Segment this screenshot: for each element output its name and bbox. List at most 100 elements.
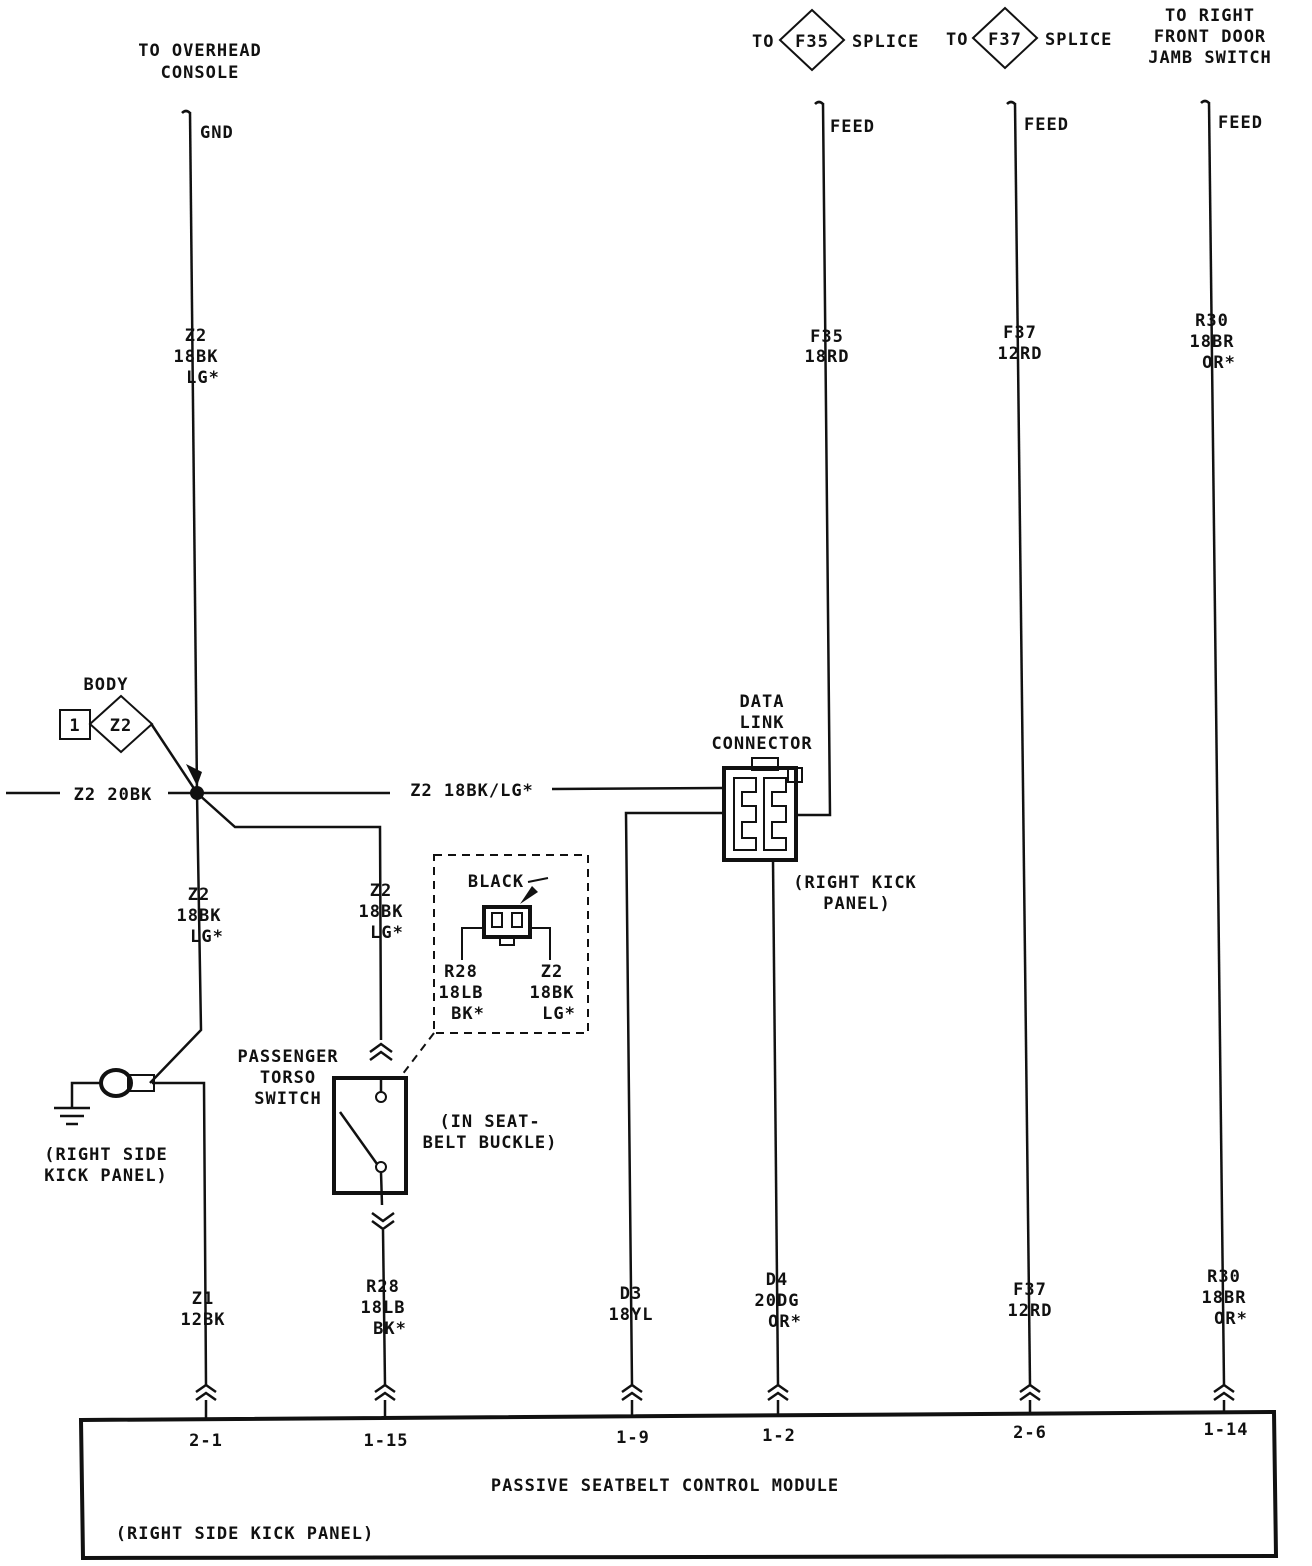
- wire-r28: [381, 1229, 387, 1386]
- r30-bottom-circuit: R30: [1207, 1267, 1241, 1287]
- pin-connector-1-14: [1213, 1383, 1235, 1412]
- switch-name-line1: PASSENGER: [237, 1047, 338, 1067]
- body-splice: BODY 1 Z2: [59, 675, 154, 754]
- inset-leader: [401, 1032, 435, 1076]
- dlc-cavity-right: [763, 777, 787, 851]
- label-r30-top: R30 18BR OR*: [1190, 311, 1236, 373]
- z2-top-circuit: Z2: [185, 326, 207, 346]
- module-location: (RIGHT SIDE KICK PANEL): [116, 1524, 374, 1544]
- switch-blade: [338, 1111, 379, 1165]
- r28-tracer: BK*: [373, 1319, 407, 1339]
- switch-connectors: [369, 1042, 395, 1231]
- module-pin-1-2: 1-2: [762, 1426, 796, 1446]
- switch-location-line1: (IN SEAT-: [439, 1112, 540, 1132]
- d3-gauge: 18YL: [609, 1305, 654, 1325]
- feed-label-f35: FEED: [830, 117, 875, 137]
- label-z2-mid: Z2 18BK LG*: [359, 881, 404, 943]
- inset-r28-tracer: BK*: [451, 1004, 485, 1024]
- dlc-body: [722, 766, 798, 862]
- inset-dashed-box: [433, 854, 589, 1034]
- f37-splice-id: F37: [988, 30, 1022, 50]
- data-link-connector: DATA LINK CONNECTOR (RIGHT KICK PANEL): [711, 692, 917, 914]
- d4-circuit: D4: [766, 1270, 788, 1290]
- inset-connector-body: [482, 905, 532, 939]
- f35-splice-label: TO F35 SPLICE: [752, 8, 919, 72]
- z2-top-tracer: LG*: [186, 368, 220, 388]
- pin-connector-2-1: [195, 1383, 217, 1418]
- switch-name-line3: SWITCH: [254, 1089, 321, 1109]
- switch-top-connector-lower: [369, 1050, 393, 1062]
- module-pin-connectors: [195, 1383, 1235, 1418]
- dlc-location-line2: PANEL): [823, 894, 890, 914]
- module-pin-1-15: 1-15: [364, 1431, 409, 1451]
- d4-tracer: OR*: [768, 1312, 802, 1332]
- f37-bottom-gauge: 12RD: [1008, 1301, 1053, 1321]
- z2-left-tracer: LG*: [190, 927, 224, 947]
- label-d3: D3 18YL: [609, 1284, 654, 1325]
- inset-black-leader: [527, 877, 549, 883]
- z2-mid-tracer: LG*: [370, 923, 404, 943]
- z2-20bk-label: Z2 20BK: [74, 785, 153, 805]
- ground-lead: [70, 1081, 101, 1108]
- splice-arrow: [186, 764, 202, 786]
- z1-circuit: Z1: [192, 1289, 214, 1309]
- ground-location-line2: KICK PANEL): [44, 1166, 168, 1186]
- z2-top-gauge: 18BK: [174, 347, 219, 367]
- label-z2-top: Z2 18BK LG*: [174, 326, 220, 388]
- dlc-tab: [787, 767, 803, 783]
- pin-connector-1-2: [767, 1383, 789, 1415]
- label-f37-bottom: F37 12RD: [1008, 1280, 1053, 1321]
- z2-18bk-lg-label: Z2 18BK/LG*: [410, 781, 534, 801]
- r30-top-tracer: OR*: [1202, 353, 1236, 373]
- ground-lug: [127, 1074, 155, 1092]
- wire-f35: [797, 102, 832, 817]
- ground-location-line1: (RIGHT SIDE: [44, 1145, 168, 1165]
- inset-key: [499, 936, 515, 946]
- f35-gauge: 18RD: [805, 347, 850, 367]
- passenger-torso-switch: PASSENGER TORSO SWITCH (IN SEAT- BELT BU…: [237, 1047, 556, 1206]
- switch-contact-top: [375, 1091, 387, 1103]
- f37-top-gauge: 12RD: [998, 344, 1043, 364]
- f35-splice-text: SPLICE: [852, 32, 919, 52]
- ground-eyelet: [99, 1068, 133, 1098]
- pin-connector-1-9: [621, 1383, 643, 1415]
- connector-inset: BLACK R28 18LB BK* Z2 18BK LG*: [401, 854, 589, 1076]
- module-pin-1-14: 1-14: [1204, 1420, 1249, 1440]
- f35-circuit: F35: [810, 327, 844, 347]
- wires: [6, 101, 1226, 1386]
- dlc-latch: [751, 757, 779, 771]
- dlc-location-line1: (RIGHT KICK: [793, 873, 917, 893]
- label-r28: R28 18LB BK*: [361, 1277, 407, 1339]
- z2-mid-circuit: Z2: [370, 881, 392, 901]
- inset-wire-right: [530, 927, 551, 960]
- door-label-line2: FRONT DOOR: [1154, 27, 1266, 47]
- label-f35: F35 18RD: [805, 327, 850, 367]
- overhead-console-label: TO OVERHEAD CONSOLE: [138, 41, 261, 83]
- wire-r30: [1207, 101, 1226, 1386]
- f37-to-text: TO: [946, 30, 968, 50]
- label-r30-bottom: R30 18BR OR*: [1202, 1267, 1247, 1329]
- switch-name-line2: TORSO: [260, 1068, 316, 1088]
- d4-gauge: 20DG: [755, 1291, 800, 1311]
- dlc-title-line2: LINK: [740, 713, 785, 733]
- inset-z2-circuit: Z2: [541, 962, 563, 982]
- d3-circuit: D3: [620, 1284, 642, 1304]
- top-wire-stubs: [181, 99, 1210, 114]
- r30-bottom-gauge: 18BR: [1202, 1288, 1247, 1308]
- dlc-title-line3: CONNECTOR: [711, 734, 812, 754]
- f35-splice-id: F35: [795, 32, 829, 52]
- switch-top-connector-upper: [369, 1042, 393, 1054]
- wire-f37: [1013, 102, 1032, 1386]
- wire-d4: [771, 859, 780, 1386]
- r28-circuit: R28: [366, 1277, 400, 1297]
- pin-connector-1-15: [374, 1383, 396, 1416]
- wire-z2-ground: [149, 792, 203, 1084]
- switch-lead-bottom: [379, 1171, 384, 1206]
- switch-bottom-connector-lower: [371, 1219, 395, 1231]
- inset-pin-right: [511, 912, 523, 928]
- feed-label-r30: FEED: [1218, 113, 1263, 133]
- gnd-label: GND: [200, 123, 234, 143]
- wire-z2-main: [188, 111, 199, 794]
- label-z1: Z1 12BK: [181, 1289, 225, 1330]
- f37-top-circuit: F37: [1003, 323, 1037, 343]
